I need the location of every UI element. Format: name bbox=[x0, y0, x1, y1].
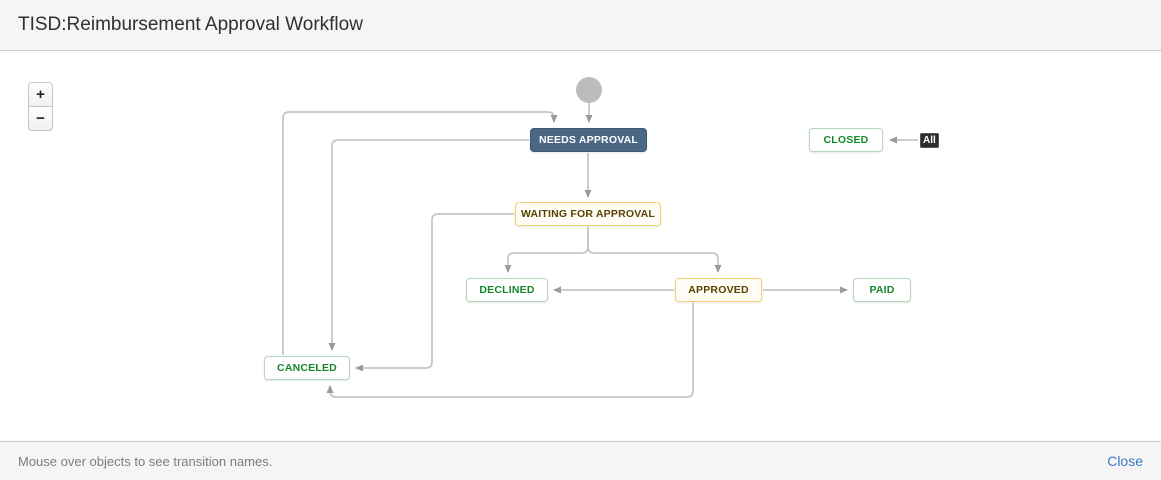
close-button[interactable]: Close bbox=[1107, 453, 1143, 469]
node-declined[interactable]: DECLINED bbox=[466, 278, 548, 302]
workflow-canvas: + − bbox=[0, 52, 1161, 441]
zoom-out-button[interactable]: − bbox=[28, 106, 53, 131]
zoom-control: + − bbox=[28, 82, 53, 131]
edge-needs-approval-to-canceled bbox=[328, 139, 529, 351]
transition-edges-layer bbox=[282, 77, 918, 398]
node-approved[interactable]: APPROVED bbox=[675, 278, 762, 302]
dialog-footer: Mouse over objects to see transition nam… bbox=[0, 441, 1161, 480]
hover-hint-text: Mouse over objects to see transition nam… bbox=[18, 453, 273, 469]
node-waiting-for-approval[interactable]: WAITING FOR APPROVAL bbox=[515, 202, 661, 226]
dialog-header: TISD:Reimbursement Approval Workflow bbox=[0, 0, 1161, 51]
node-needs-approval[interactable]: NEEDS APPROVAL bbox=[530, 128, 647, 152]
all-statuses-badge[interactable]: All bbox=[920, 133, 939, 148]
node-closed[interactable]: CLOSED bbox=[809, 128, 883, 152]
edge-canceled-to-needs-approval bbox=[282, 111, 558, 355]
node-paid[interactable]: PAID bbox=[853, 278, 911, 302]
start-node[interactable] bbox=[576, 77, 602, 103]
edge-waiting-to-declined bbox=[504, 227, 589, 273]
node-canceled[interactable]: CANCELED bbox=[264, 356, 350, 380]
zoom-in-button[interactable]: + bbox=[28, 82, 53, 107]
workflow-title: TISD:Reimbursement Approval Workflow bbox=[18, 14, 363, 35]
edge-waiting-to-canceled bbox=[355, 213, 514, 372]
edge-approved-to-canceled bbox=[326, 303, 694, 398]
edge-waiting-to-approved bbox=[587, 227, 722, 273]
